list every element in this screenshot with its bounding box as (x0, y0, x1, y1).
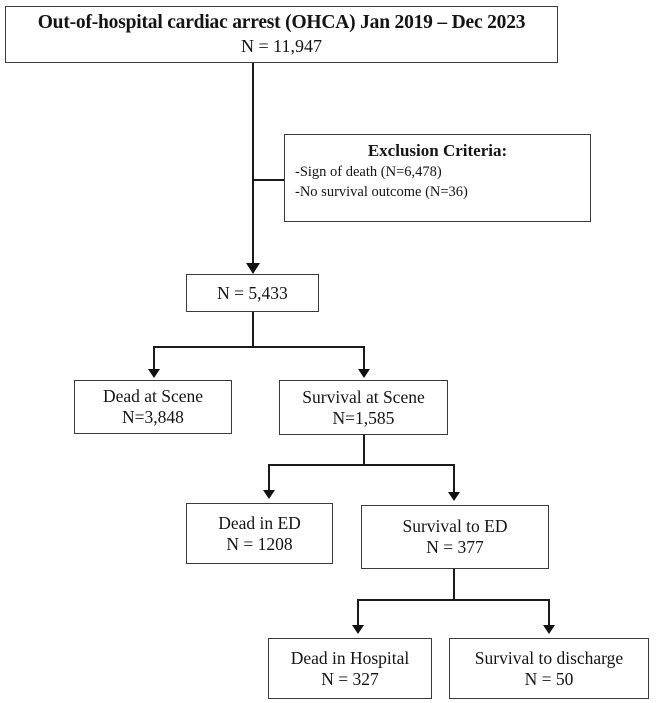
connector-survival-ed-down (453, 569, 455, 600)
node-dead-at-scene-count: N=3,848 (122, 407, 184, 427)
node-survival-to-discharge: Survival to discharge N = 50 (449, 638, 649, 699)
node-dead-in-ed-count: N = 1208 (226, 533, 293, 554)
node-dead-in-ed: Dead in ED N = 1208 (186, 503, 333, 564)
node-survival-to-ed: Survival to ED N = 377 (361, 505, 549, 569)
exclusion-item-sign-of-death: -Sign of death (N=6,478) (295, 164, 442, 181)
node-dead-at-scene-label: Dead at Scene (102, 386, 204, 406)
node-dead-in-hospital-label: Dead in Hospital (290, 647, 410, 668)
node-dead-in-hospital: Dead in Hospital N = 327 (268, 638, 432, 699)
arrowhead-survival-to-ed (448, 492, 460, 501)
exclusion-item-no-survival-outcome: -No survival outcome (N=36) (295, 183, 468, 200)
node-dead-in-hospital-count: N = 327 (321, 668, 379, 689)
node-included-count: N = 5,433 (217, 282, 288, 303)
connector-to-survival-at-scene (363, 346, 365, 372)
node-survival-to-discharge-label: Survival to discharge (474, 647, 624, 668)
arrowhead-included (246, 263, 260, 274)
connector-ed-branch-bar-right (363, 464, 454, 466)
node-survival-at-scene-label: Survival at Scene (302, 386, 425, 407)
connector-to-dead-in-ed (268, 464, 270, 492)
node-dead-at-scene: Dead at Scene N=3,848 (74, 380, 232, 434)
node-survival-to-ed-label: Survival to ED (402, 516, 508, 536)
exclusion-title: Exclusion Criteria: (367, 141, 508, 160)
connector-included-down (252, 311, 254, 348)
connector-survival-scene-down (363, 435, 365, 465)
node-survival-at-scene-count: N=1,585 (332, 407, 395, 428)
connector-hosp-branch-bar-right (453, 599, 549, 601)
node-cohort-count: N = 11,947 (241, 36, 322, 57)
arrowhead-dead-at-scene (148, 369, 160, 378)
node-survival-to-discharge-count: N = 50 (524, 668, 574, 689)
connector-to-dead-in-hospital (357, 599, 359, 627)
node-cohort: Out-of-hospital cardiac arrest (OHCA) Ja… (5, 6, 558, 63)
node-exclusion-criteria: Exclusion Criteria: -Sign of death (N=6,… (284, 134, 591, 222)
node-dead-in-ed-label: Dead in ED (218, 512, 301, 533)
arrowhead-dead-in-hospital (352, 625, 364, 634)
arrowhead-survival-at-scene (358, 369, 370, 378)
node-included: N = 5,433 (186, 274, 319, 312)
connector-to-survival-to-discharge (548, 599, 550, 627)
node-survival-at-scene: Survival at Scene N=1,585 (279, 380, 448, 435)
connector-to-survival-to-ed (453, 464, 455, 494)
node-cohort-label: Out-of-hospital cardiac arrest (OHCA) Ja… (37, 12, 526, 33)
connector-scene-branch-bar (153, 346, 364, 348)
connector-cohort-to-included (252, 62, 255, 267)
connector-hosp-branch-bar-left (357, 599, 454, 601)
connector-to-dead-at-scene (153, 346, 155, 372)
arrowhead-dead-in-ed (263, 490, 275, 499)
node-survival-to-ed-count: N = 377 (426, 537, 484, 557)
arrowhead-survival-to-discharge (543, 625, 555, 634)
connector-ed-branch-bar-left (268, 464, 364, 466)
connector-trunk-to-exclusion (253, 179, 285, 181)
